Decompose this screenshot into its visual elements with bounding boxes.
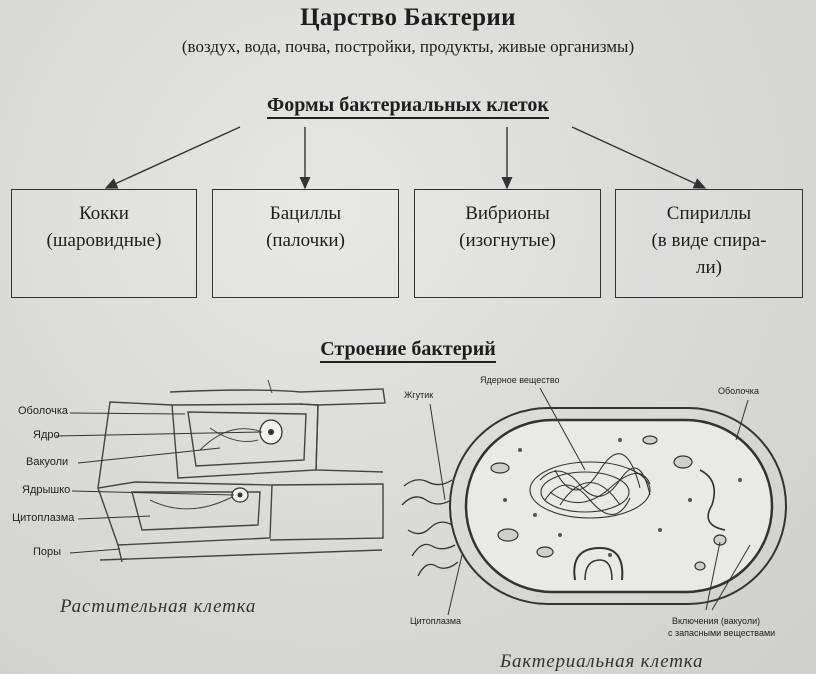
bacterial-outer-wall bbox=[449, 407, 787, 605]
bacterial-label-inclusions-1: Включения (вакуоли) bbox=[672, 616, 761, 626]
plant-label-pores: Поры bbox=[33, 546, 62, 558]
leader-membrane bbox=[735, 399, 749, 441]
leader-nucleoid bbox=[539, 387, 586, 471]
plant-label-nucleolus: Ядрышко bbox=[22, 484, 71, 496]
form-line: (палочки) bbox=[266, 230, 345, 251]
arrow-spirilla bbox=[571, 126, 707, 189]
bacterial-cell-caption: Бактериальная клетка bbox=[500, 651, 704, 672]
form-box-cocci: Кокки (шаровидные) bbox=[11, 189, 197, 298]
form-line: (в виде спира- bbox=[651, 230, 767, 251]
inclusion bbox=[490, 462, 510, 474]
plant-label-wall: Оболочка bbox=[18, 405, 69, 417]
form-box-bacilli: Бациллы (палочки) bbox=[212, 189, 399, 298]
leader-flagellum bbox=[429, 403, 446, 501]
form-line: Кокки bbox=[79, 203, 129, 224]
bacterial-membrane bbox=[464, 418, 774, 594]
inclusion bbox=[497, 528, 519, 542]
plant-cell-caption: Растительная клетка bbox=[60, 596, 257, 617]
page-title: Царство Бактерии bbox=[300, 4, 516, 31]
cell-lower-inner bbox=[131, 491, 261, 531]
inclusion bbox=[713, 534, 727, 546]
cell-lower bbox=[97, 481, 273, 546]
cell-wall-top bbox=[169, 388, 386, 406]
bacterial-label-flagellum: Жгутик bbox=[404, 390, 434, 400]
flagella bbox=[401, 479, 459, 577]
cell-wall-main bbox=[171, 403, 319, 479]
leader-inclusion-a bbox=[705, 541, 721, 611]
arrow-cocci bbox=[104, 126, 241, 189]
structure-section-title: Строение бактерий bbox=[0, 338, 816, 363]
forms-title-text: Формы бактериальных клеток bbox=[267, 94, 549, 119]
form-line: (изогнутые) bbox=[459, 230, 556, 251]
leader-cytoplasm bbox=[447, 554, 463, 616]
form-line: Вибрионы bbox=[465, 203, 550, 224]
cell-bottom-2 bbox=[117, 544, 123, 563]
leader-inclusion-b bbox=[711, 544, 751, 611]
form-box-vibrios: Вибрионы (изогнутые) bbox=[414, 189, 601, 298]
inclusion bbox=[642, 435, 658, 445]
plant-label-nucleus: Ядро bbox=[33, 429, 60, 441]
cell-bottom bbox=[99, 549, 383, 561]
form-line: (шаровидные) bbox=[46, 230, 162, 251]
inclusion bbox=[536, 546, 554, 558]
structure-title-text: Строение бактерий bbox=[320, 338, 496, 363]
cell-left-top bbox=[97, 401, 173, 489]
forms-section-title: Формы бактериальных клеток bbox=[0, 94, 816, 119]
form-line: Бациллы bbox=[269, 203, 342, 224]
page-subtitle: (воздух, вода, почва, постройки, продукт… bbox=[181, 37, 635, 56]
cell-inner bbox=[187, 411, 307, 467]
bacterial-label-inclusions-2: с запасными веществами bbox=[668, 628, 776, 638]
inclusion bbox=[673, 455, 693, 469]
form-line: ли) bbox=[696, 257, 722, 278]
bacterial-label-nucleoid: Ядерное вещество bbox=[480, 375, 560, 385]
inclusion bbox=[694, 561, 706, 571]
nucleoid bbox=[529, 453, 651, 519]
plant-label-vacuoles: Вакуоли bbox=[26, 456, 69, 468]
form-line: Спириллы bbox=[666, 203, 752, 224]
cell-right-lower bbox=[269, 483, 384, 541]
bacterial-label-cytoplasm: Цитоплазма bbox=[410, 616, 462, 626]
bacterial-label-membrane: Оболочка bbox=[718, 386, 759, 396]
form-box-spirilla: Спириллы (в виде спира- ли) bbox=[615, 189, 803, 298]
plant-label-cytoplasm: Цитоплазма bbox=[12, 512, 75, 524]
